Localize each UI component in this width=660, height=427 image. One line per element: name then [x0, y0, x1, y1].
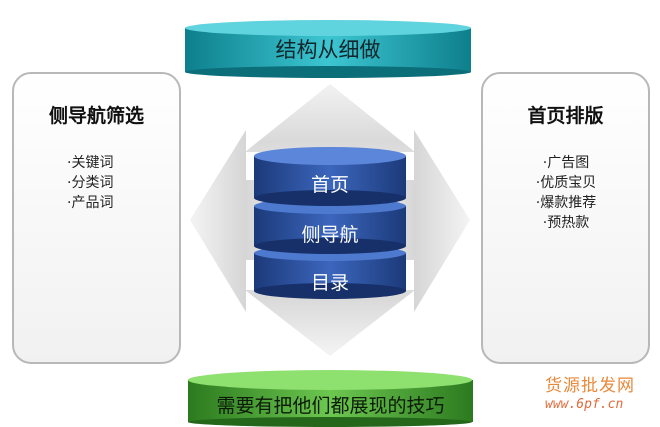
left-box-list: 关键词 分类词 产品词 [67, 153, 113, 213]
stack-label-home: 首页 [310, 174, 349, 196]
left-box-frame [12, 72, 181, 364]
arrow-up-shape [245, 84, 415, 200]
right-box-title: 首页排版 [527, 105, 604, 127]
arrow-left-shape [190, 130, 300, 312]
list-item: 广告图 [521, 153, 611, 173]
list-item: 产品词 [67, 193, 113, 213]
bottom-banner-cylinder [188, 370, 473, 427]
arrow-right-shape [360, 130, 470, 312]
list-item: 分类词 [67, 173, 113, 193]
stack-label-catalog: 目录 [310, 272, 349, 294]
stack-layer-1 [254, 147, 406, 206]
list-item: 关键词 [67, 153, 113, 173]
watermark-url: www.6pf.cn [545, 397, 624, 412]
watermark-title: 货源批发网 [545, 376, 635, 396]
left-box-title: 侧导航筛选 [48, 105, 144, 127]
list-item: 优质宝贝 [521, 173, 611, 193]
bottom-banner-text: 需要有把他们都展现的技巧 [216, 395, 445, 417]
top-banner-cylinder [185, 20, 471, 78]
top-banner-text: 结构从细做 [275, 38, 381, 62]
list-item: 爆款推荐 [521, 193, 611, 213]
list-item: 预热款 [521, 213, 611, 233]
stack-layer-2 [254, 198, 406, 254]
right-box-list: 广告图 优质宝贝 爆款推荐 预热款 [521, 153, 611, 233]
stack-label-side-nav: 侧导航 [301, 224, 359, 246]
